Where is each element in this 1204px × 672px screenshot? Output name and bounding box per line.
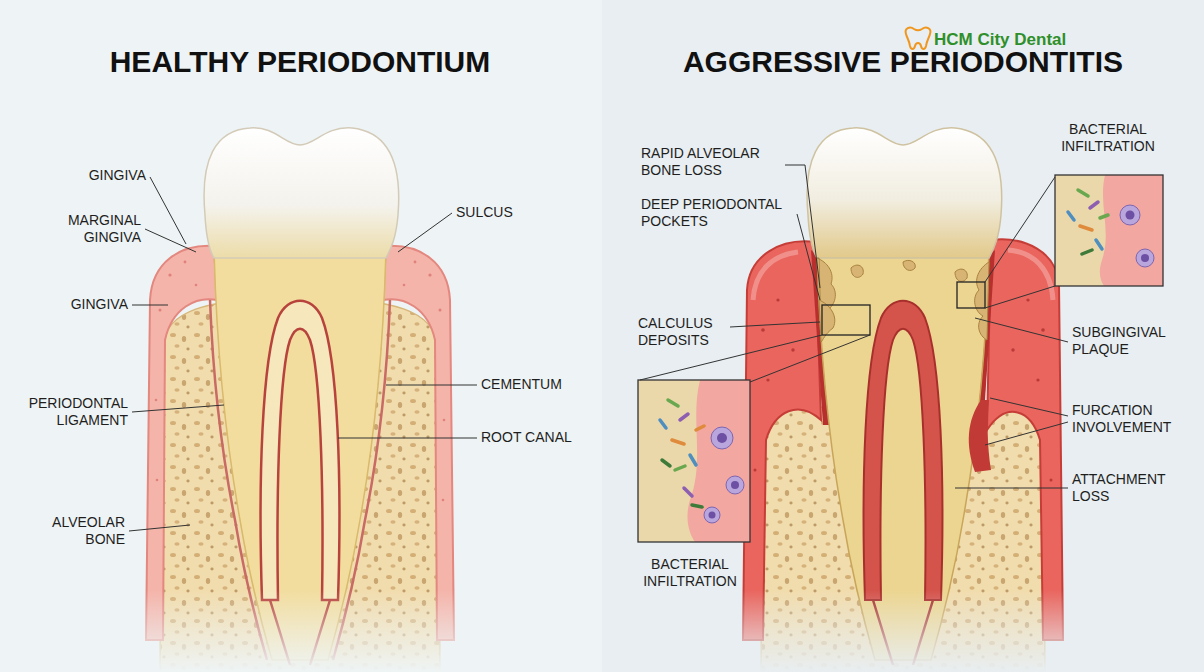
condition-label: FURCATION INVOLVEMENT xyxy=(1072,402,1196,436)
part-label: PERIODONTAL LIGAMENT xyxy=(12,395,128,429)
condition-label: DEEP PERIODONTAL POCKETS xyxy=(641,196,801,230)
part-label: ROOT CANAL xyxy=(481,429,591,446)
watermark: HCM City Dental xyxy=(934,30,1104,50)
part-label: GINGIVA xyxy=(48,296,128,313)
part-label: GINGIVA xyxy=(66,167,146,184)
condition-label: BACTERIAL INFILTRATION xyxy=(625,556,755,590)
part-label: SULCUS xyxy=(456,204,536,221)
condition-label: CALCULUS DEPOSITS xyxy=(638,315,738,349)
panel-heading: HEALTHY PERIODONTIUM xyxy=(20,44,580,80)
condition-label: ATTACHMENT LOSS xyxy=(1072,471,1196,505)
part-label: MARGINAL GINGIVA xyxy=(49,212,141,246)
condition-label: RAPID ALVEOLAR BONE LOSS xyxy=(641,145,781,179)
part-label: CEMENTUM xyxy=(481,376,581,393)
part-label: ALVEOLAR BONE xyxy=(33,514,125,548)
condition-label: BACTERIAL INFILTRATION xyxy=(1043,121,1173,155)
panel-heading: AGGRESSIVE PERIODONTITIS xyxy=(623,44,1183,80)
condition-label: SUBGINGIVAL PLAQUE xyxy=(1072,324,1196,358)
